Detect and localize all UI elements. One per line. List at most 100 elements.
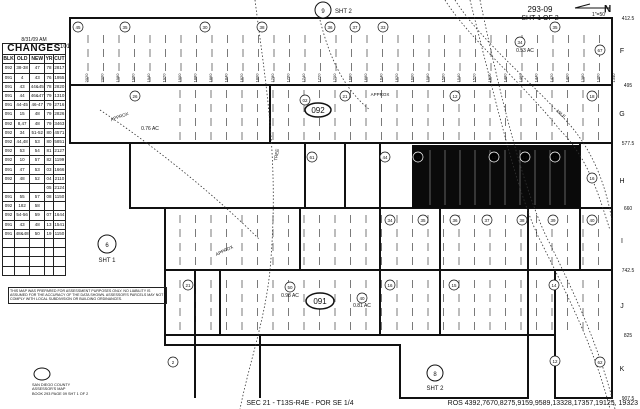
sheet-ref-8[interactable]: 8 SHT 2 <box>426 364 445 392</box>
parcel-number-marker[interactable] <box>449 214 461 226</box>
lot-number: 1720 <box>317 73 322 83</box>
map-note: APPROX <box>215 244 234 256</box>
lot-number: 1480 <box>503 73 508 83</box>
lot-number: 1340 <box>611 73 616 83</box>
changes-cell: 2124 <box>52 182 67 194</box>
row-letter: K <box>620 366 625 373</box>
parcel-number: 67 <box>597 48 603 53</box>
lot-number: 1640 <box>379 73 384 83</box>
parcel-number-marker[interactable] <box>488 151 500 163</box>
parcel-number-marker[interactable] <box>549 21 561 33</box>
sheet-ref-9[interactable]: 9 SHT 2 <box>314 1 353 19</box>
parcel-number: 02 <box>302 98 308 103</box>
row-letter: J <box>620 303 624 310</box>
parcel-number: 36 <box>452 218 458 223</box>
row-distance: 660 <box>624 206 633 212</box>
parcel-number-marker[interactable] <box>594 356 606 368</box>
parcel-number: 30 <box>202 25 208 30</box>
row-distance: 577.5 <box>622 141 635 147</box>
parcel-number-marker[interactable] <box>516 214 528 226</box>
changes-cell: 092 <box>1 210 16 221</box>
parcel-number-marker[interactable] <box>299 94 311 106</box>
svg-text:091: 091 <box>313 297 327 306</box>
parcel-number-marker[interactable] <box>199 21 211 33</box>
parcel-number-marker[interactable] <box>586 214 598 226</box>
parcel-number-marker[interactable] <box>449 90 461 102</box>
lot-number: 2020 <box>84 73 89 83</box>
changes-cell: 1541 <box>52 219 67 230</box>
map-note: MILE <box>555 109 566 120</box>
parcel-number-marker[interactable] <box>256 21 268 33</box>
parcel-number-marker[interactable] <box>448 279 460 291</box>
parcel-number-marker[interactable] <box>349 21 361 33</box>
changes-cell <box>29 265 46 276</box>
row-letter: H <box>619 178 624 185</box>
parcel-number-marker[interactable] <box>182 279 194 291</box>
parcel-number: 14 <box>522 155 528 160</box>
parcel-number-marker[interactable] <box>548 279 560 291</box>
changes-cell <box>52 237 67 249</box>
parcel-number-marker[interactable] <box>519 151 531 163</box>
parcel-number-marker[interactable] <box>324 21 336 33</box>
parcel-number-marker[interactable] <box>379 151 391 163</box>
parcel-number-marker[interactable] <box>412 151 424 163</box>
parcel-number: 21 <box>185 283 191 288</box>
parcel-number: 12 <box>552 359 558 364</box>
changes-column-header: BLK <box>1 54 16 65</box>
lot-number: 1740 <box>301 73 306 83</box>
changes-cell: 091 <box>1 219 16 230</box>
north-arrow-icon: N <box>574 3 611 15</box>
changes-cell: 57 <box>29 191 46 203</box>
parcel-number-marker[interactable] <box>549 151 561 163</box>
parcel-number-marker[interactable] <box>356 292 368 304</box>
parcel-number-marker[interactable] <box>339 90 351 102</box>
acreage-label: 0.53 AC <box>516 48 534 54</box>
parcel-number: 45 <box>75 25 81 30</box>
parcel-number-marker[interactable] <box>586 90 598 102</box>
changes-cell <box>1 182 16 194</box>
parcel-number-marker[interactable] <box>119 21 131 33</box>
parcel-number-marker[interactable] <box>514 36 526 48</box>
parcel-number-marker[interactable] <box>384 279 396 291</box>
row-distance: 907.5 <box>622 396 635 402</box>
parcel-number-marker[interactable] <box>547 214 559 226</box>
lot-number: 1460 <box>518 73 523 83</box>
row-letter: I <box>621 238 623 245</box>
parcel-number-marker[interactable] <box>549 355 561 367</box>
sheet-ref-6[interactable]: 6 SHT 1 <box>97 234 117 264</box>
parcel-number-marker[interactable] <box>384 214 396 226</box>
parcel-number-marker[interactable] <box>306 151 318 163</box>
parcel-number-marker[interactable] <box>586 172 598 184</box>
sheet-label: SHT 1 OF 2 <box>521 15 558 22</box>
parcel-number-marker[interactable] <box>594 44 606 56</box>
changes-cell: 50 <box>29 228 46 239</box>
parcel-number-marker[interactable] <box>129 90 141 102</box>
parcel-number-marker[interactable] <box>481 214 493 226</box>
lot-number: 1680 <box>348 73 353 83</box>
parcel-number: 35 <box>420 218 426 223</box>
parcel-number: 35 <box>552 25 558 30</box>
parcel-number: 18 <box>589 94 595 99</box>
parcel-number-marker[interactable] <box>377 21 389 33</box>
parcel-number-marker[interactable] <box>417 214 429 226</box>
parcel-number-marker[interactable] <box>167 356 179 368</box>
parcel-number: 14 <box>551 283 557 288</box>
acreage-label: 0.76 AC <box>141 126 159 132</box>
svg-text:6: 6 <box>105 243 109 249</box>
parcel-number-marker[interactable] <box>72 21 84 33</box>
parcel-number: 37 <box>484 218 490 223</box>
changes-cell: 1150 <box>52 228 67 239</box>
changes-cell <box>52 265 67 276</box>
changes-row <box>1 265 67 276</box>
parcel-number: 34 <box>387 218 393 223</box>
changes-cell: 59 <box>29 210 46 221</box>
parcel-number-marker[interactable] <box>284 281 296 293</box>
